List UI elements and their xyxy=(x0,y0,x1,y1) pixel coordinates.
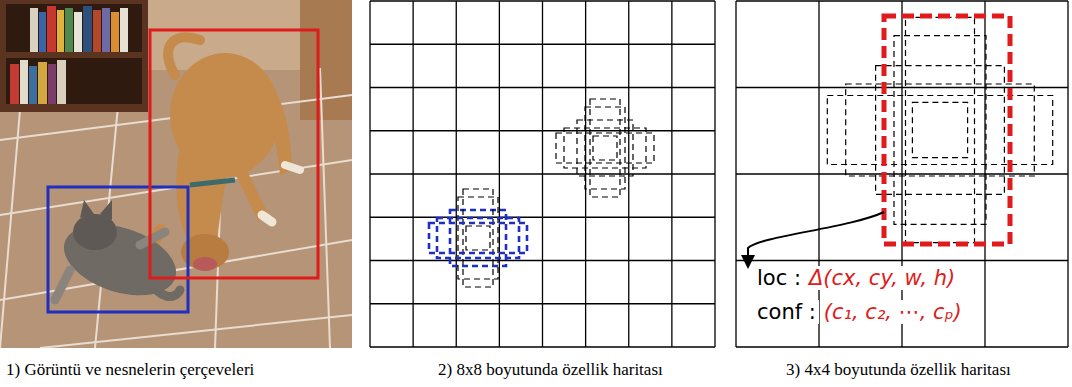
grid-line xyxy=(370,173,715,174)
grid-line xyxy=(370,130,715,131)
default-box xyxy=(458,197,498,279)
cat xyxy=(55,200,185,308)
floor xyxy=(0,0,352,348)
grid-line xyxy=(736,260,1068,261)
panel-caption: 3) 4x4 boyutunda özellik haritası xyxy=(786,360,1011,380)
panel-caption: 1) Görüntü ve nesnelerin çerçeveleri xyxy=(6,360,254,380)
default-box xyxy=(556,133,654,163)
grid-line xyxy=(736,87,1068,88)
default-box xyxy=(593,136,617,160)
door xyxy=(300,0,352,120)
bookshelf xyxy=(0,0,148,112)
formula-key: conf : xyxy=(754,300,819,324)
grid-line xyxy=(370,217,715,218)
default-box xyxy=(585,107,625,189)
dog-box xyxy=(150,30,318,278)
default-box xyxy=(912,102,967,157)
default-box xyxy=(827,96,1052,165)
books xyxy=(10,6,128,104)
default-box xyxy=(906,17,975,242)
default-box xyxy=(429,223,527,253)
grid-line xyxy=(370,346,715,347)
grid-line xyxy=(370,87,715,88)
default-box xyxy=(463,189,493,287)
grid-line xyxy=(370,44,715,45)
default-box xyxy=(876,66,1005,195)
default-box xyxy=(590,99,620,197)
shelf-back xyxy=(6,58,142,104)
leader-arrow xyxy=(748,212,884,262)
grid-line xyxy=(370,260,715,261)
formula-value: (c₁, c₂, ⋯, cₚ) xyxy=(821,300,965,324)
grid-line xyxy=(370,0,715,1)
formula-key: loc : xyxy=(754,266,804,290)
matched-box xyxy=(884,16,1010,244)
default-box xyxy=(466,226,490,250)
formula-value: Δ(cx, cy, w, h) xyxy=(806,266,958,290)
grid-line xyxy=(736,346,1068,347)
photo xyxy=(0,0,352,348)
shelf-back xyxy=(6,4,142,52)
dog xyxy=(145,37,300,271)
grid-line xyxy=(736,0,1068,1)
grid-8x8 xyxy=(370,1,715,347)
default-boxes xyxy=(429,17,1053,287)
grid-line xyxy=(736,173,1068,174)
cat-box xyxy=(48,187,188,312)
panel-caption: 2) 8x8 boyutunda özellik haritası xyxy=(438,360,663,380)
grid-line xyxy=(370,303,715,304)
default-box xyxy=(894,36,986,225)
default-box xyxy=(846,84,1035,176)
grid-4x4 xyxy=(736,1,1068,347)
default-box xyxy=(564,128,646,168)
